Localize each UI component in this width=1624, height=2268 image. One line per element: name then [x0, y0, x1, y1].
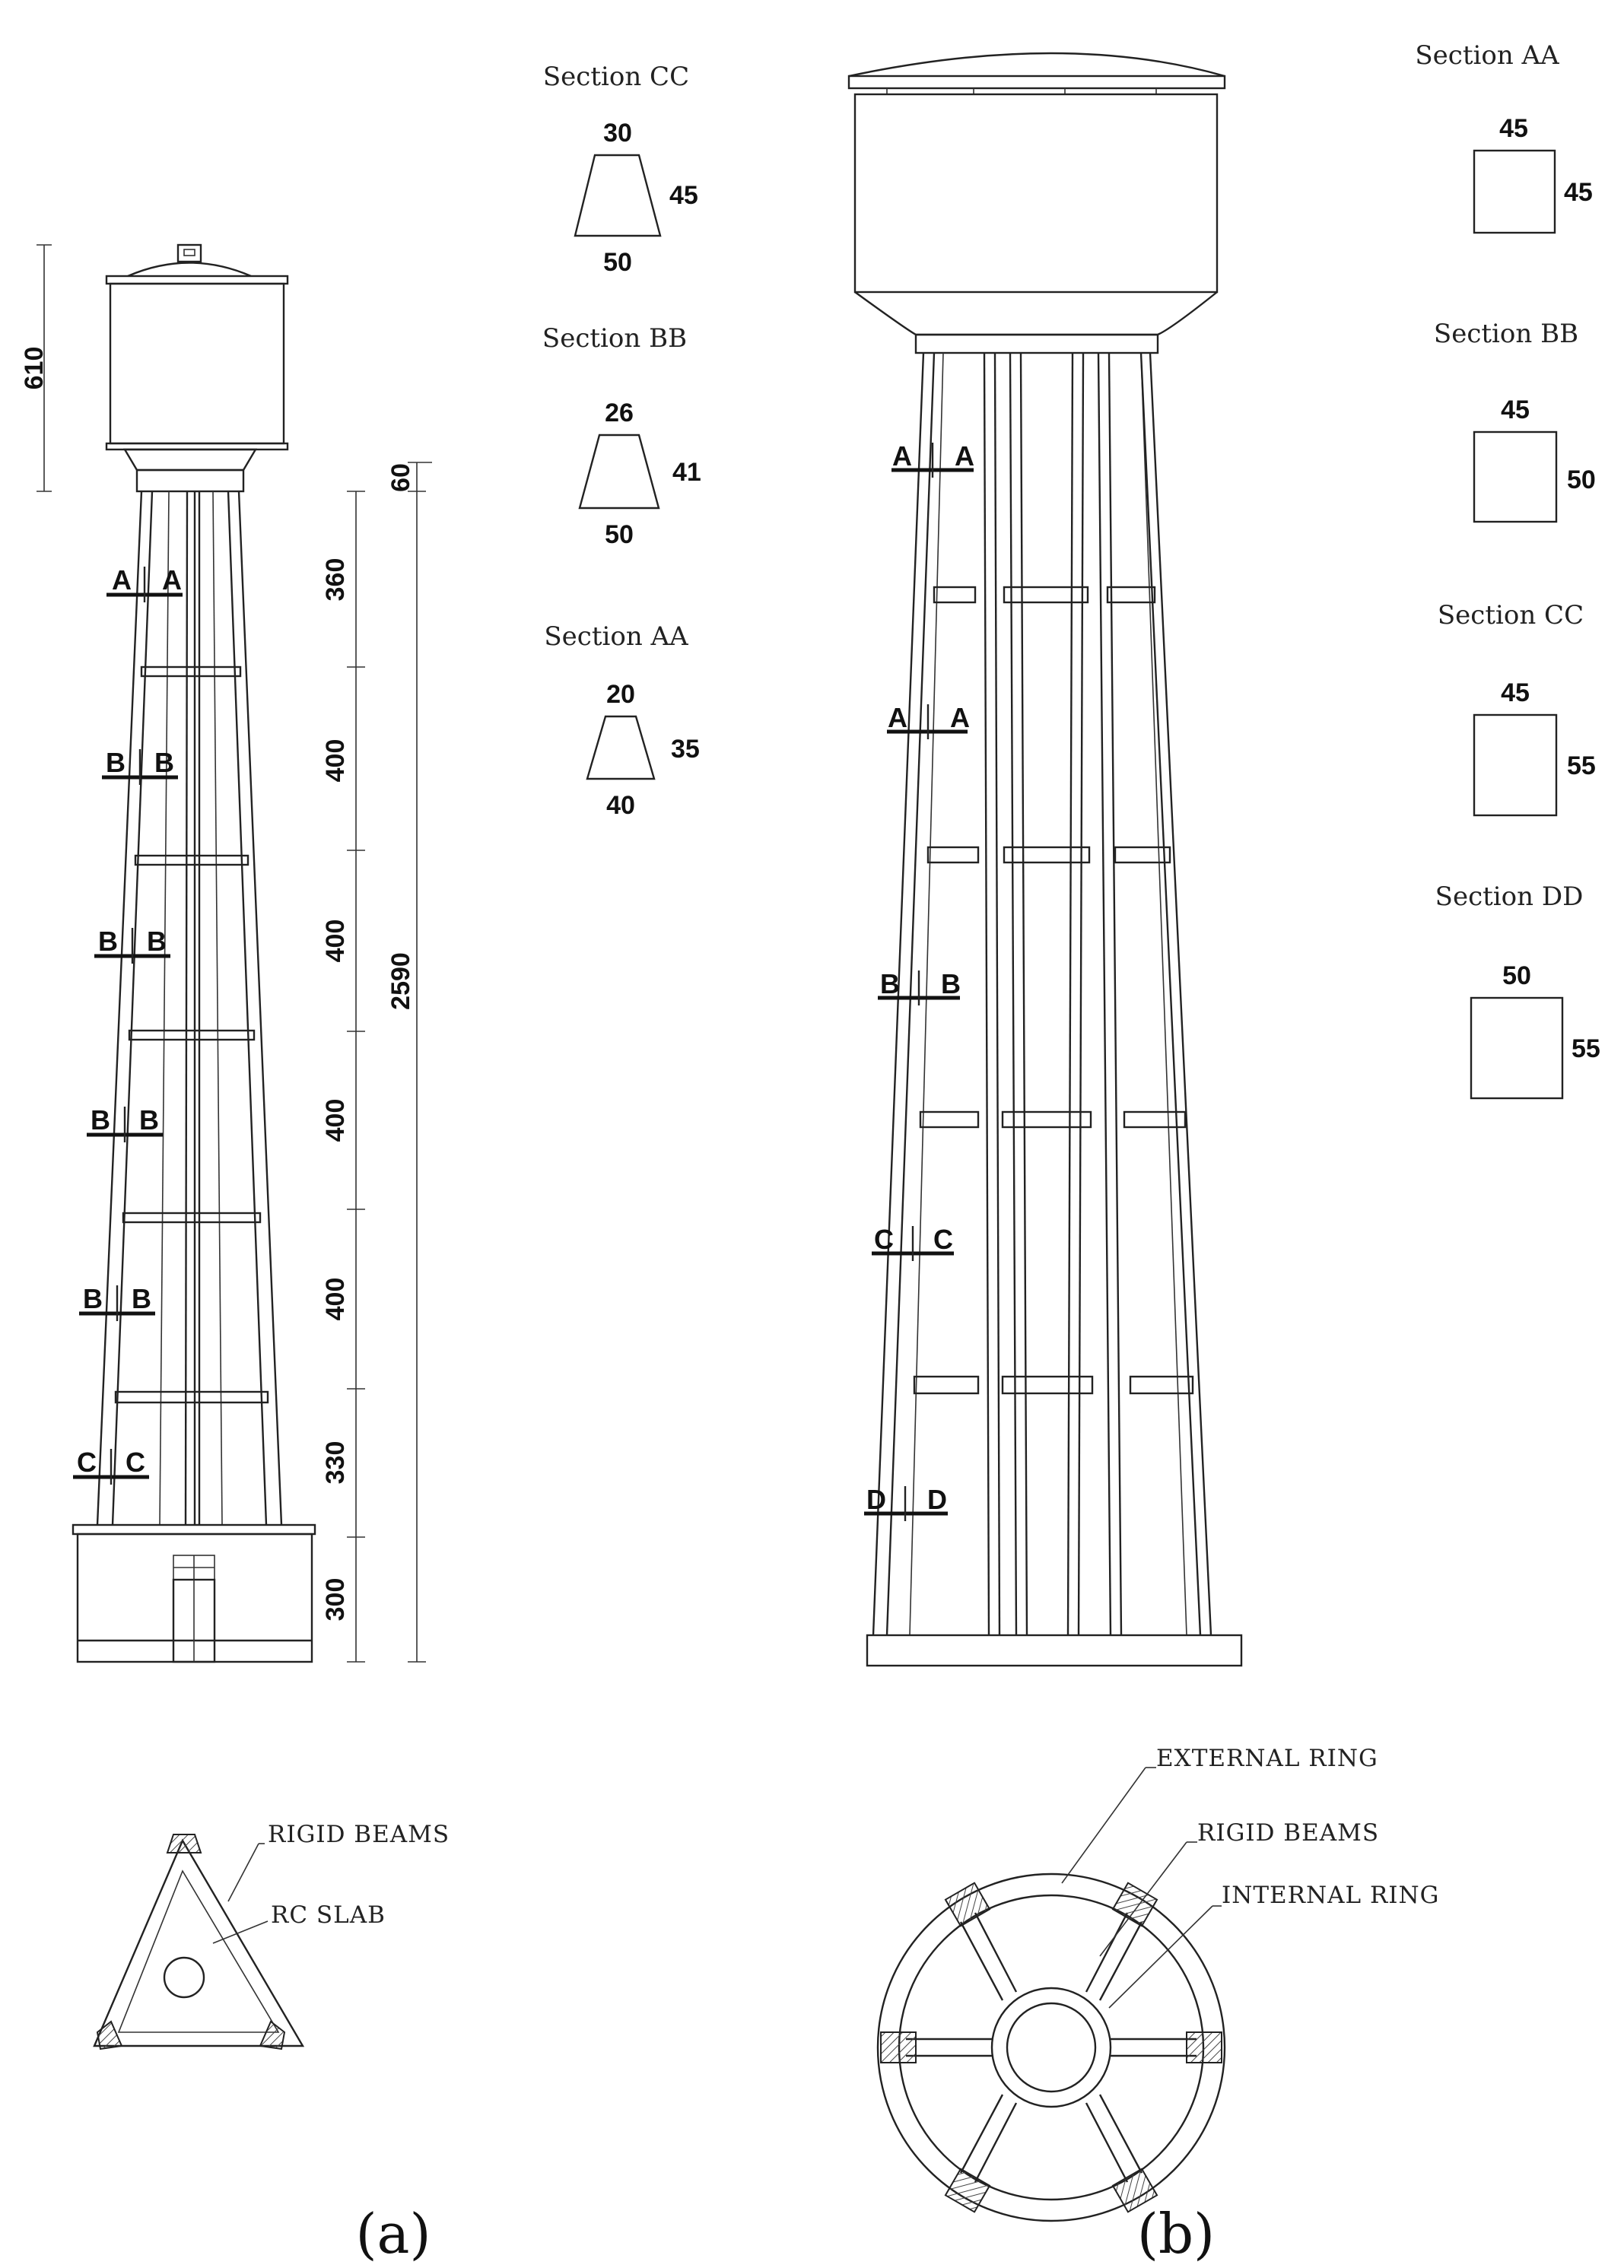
section-b-cc: Section CC 45 55: [1438, 600, 1596, 817]
section-side: 55: [1572, 1034, 1600, 1063]
tower-a-cut-b2: B B: [94, 926, 170, 964]
tower-a-cut-b3: B B: [87, 1104, 163, 1142]
plan-b-beams-label: RIGID BEAMS: [1197, 1819, 1379, 1847]
section-side: 50: [1567, 465, 1596, 494]
cut-label: B: [880, 968, 900, 999]
cut-label: B: [132, 1283, 151, 1314]
tower-a-legs: [96, 491, 283, 1526]
tower-b-cut-a2: A A: [887, 702, 970, 739]
cut-label: A: [162, 564, 182, 596]
section-top: 20: [606, 680, 635, 709]
section-top: 45: [1501, 678, 1530, 707]
tower-b-beams: [913, 586, 1194, 1395]
section-a-aa: Section AA 20 35 40: [544, 621, 699, 820]
cut-label: A: [888, 702, 907, 733]
cut-label: A: [950, 702, 970, 733]
level-value: 400: [321, 739, 350, 783]
section-a-cc: Section CC 30 45 50: [543, 62, 698, 277]
tank-height-dimension: 610: [20, 244, 52, 492]
plan-a-slab-label: RC SLAB: [271, 1901, 386, 1929]
section-side: 45: [1564, 178, 1593, 207]
cut-label: B: [106, 747, 126, 778]
panel-a: A A B B B B B B B B: [20, 62, 701, 2266]
cut-label: B: [83, 1283, 103, 1314]
cut-label: B: [147, 926, 167, 957]
tower-a-cut-b1: B B: [102, 747, 178, 785]
section-bottom: 50: [603, 248, 632, 277]
tower-b-legs: [872, 352, 1212, 1636]
section-side: 55: [1567, 751, 1596, 780]
tower-b-cut-a1: A A: [891, 440, 974, 478]
plan-b-spokes: [906, 1912, 1197, 2183]
tower-a-tank: [105, 243, 289, 493]
cut-label: C: [126, 1447, 145, 1478]
total-height-value: 2590: [386, 952, 415, 1010]
section-side: 45: [669, 181, 698, 210]
cut-label: A: [112, 564, 132, 596]
plan-b-columns: [880, 1882, 1222, 2213]
cut-label: B: [91, 1104, 110, 1136]
cut-label: D: [866, 1484, 886, 1515]
caption-a: (a): [355, 2202, 431, 2266]
section-b-aa: Section AA 45 45: [1415, 40, 1593, 234]
section-top: 50: [1502, 961, 1531, 990]
tower-b-cut-c: C C: [872, 1224, 954, 1261]
level-value: 400: [321, 1278, 350, 1321]
plan-b-circular: EXTERNAL RING RIGID BEAMS INTERNAL RING: [876, 1745, 1439, 2222]
cut-label: D: [927, 1484, 947, 1515]
cut-label: A: [892, 440, 912, 472]
section-title: Section CC: [543, 62, 689, 92]
section-title: Section AA: [544, 621, 688, 652]
cut-label: C: [77, 1447, 97, 1478]
cut-label: B: [139, 1104, 159, 1136]
plan-b-internal-label: INTERNAL RING: [1222, 1882, 1439, 1909]
section-b-dd: Section DD 50 55: [1435, 881, 1600, 1100]
plan-a-triangular: RIGID BEAMS RC SLAB: [93, 1821, 450, 2050]
section-title: Section CC: [1438, 600, 1584, 631]
cut-label: B: [941, 968, 961, 999]
cut-label: B: [98, 926, 118, 957]
section-title: Section BB: [1434, 319, 1578, 349]
section-top: 26: [605, 399, 634, 427]
section-top: 45: [1499, 114, 1528, 143]
section-bottom: 50: [605, 520, 634, 549]
total-height-dimension: 60 2590: [386, 462, 432, 1663]
tower-a-cut-c: C C: [73, 1447, 149, 1485]
tower-b-cut-d: D D: [864, 1484, 948, 1521]
section-side: 35: [671, 735, 700, 764]
tower-b-cut-b: B B: [878, 968, 961, 1005]
tower-a-beams: [114, 665, 269, 1404]
section-title: Section BB: [542, 323, 687, 354]
section-top: 30: [603, 119, 632, 148]
level-value: 400: [321, 920, 350, 963]
section-title: Section AA: [1415, 40, 1559, 71]
level-dimension-chain: 360 400 400 400 400 330 300: [321, 491, 365, 1663]
section-b-bb: Section BB 45 50: [1434, 319, 1596, 523]
level-value: 300: [321, 1578, 350, 1622]
tower-a-cut-b4: B B: [79, 1283, 155, 1321]
cut-label: C: [933, 1224, 953, 1255]
level-value: 400: [321, 1099, 350, 1142]
level-value: 360: [321, 558, 350, 602]
tower-a-base: [72, 1523, 316, 1663]
level-value: 330: [321, 1441, 350, 1485]
section-a-bb: Section BB 26 41 50: [542, 323, 701, 549]
tower-b-tank: [847, 52, 1226, 354]
tank-height-value: 610: [20, 347, 49, 390]
section-top: 45: [1501, 395, 1530, 424]
panel-b: A A A A B B C C D D Section: [847, 40, 1600, 2266]
section-side: 41: [672, 458, 701, 487]
cut-label: A: [955, 440, 974, 472]
cut-label: C: [874, 1224, 894, 1255]
section-title: Section DD: [1435, 881, 1584, 912]
plan-b-external-label: EXTERNAL RING: [1156, 1745, 1378, 1772]
plan-a-beams-label: RIGID BEAMS: [268, 1821, 450, 1848]
tower-a-cut-a: A A: [106, 564, 183, 602]
cut-label: B: [154, 747, 174, 778]
caption-b: (b): [1137, 2202, 1215, 2266]
top-gap-value: 60: [386, 463, 415, 492]
tower-b-base: [866, 1634, 1243, 1667]
section-bottom: 40: [606, 791, 635, 820]
